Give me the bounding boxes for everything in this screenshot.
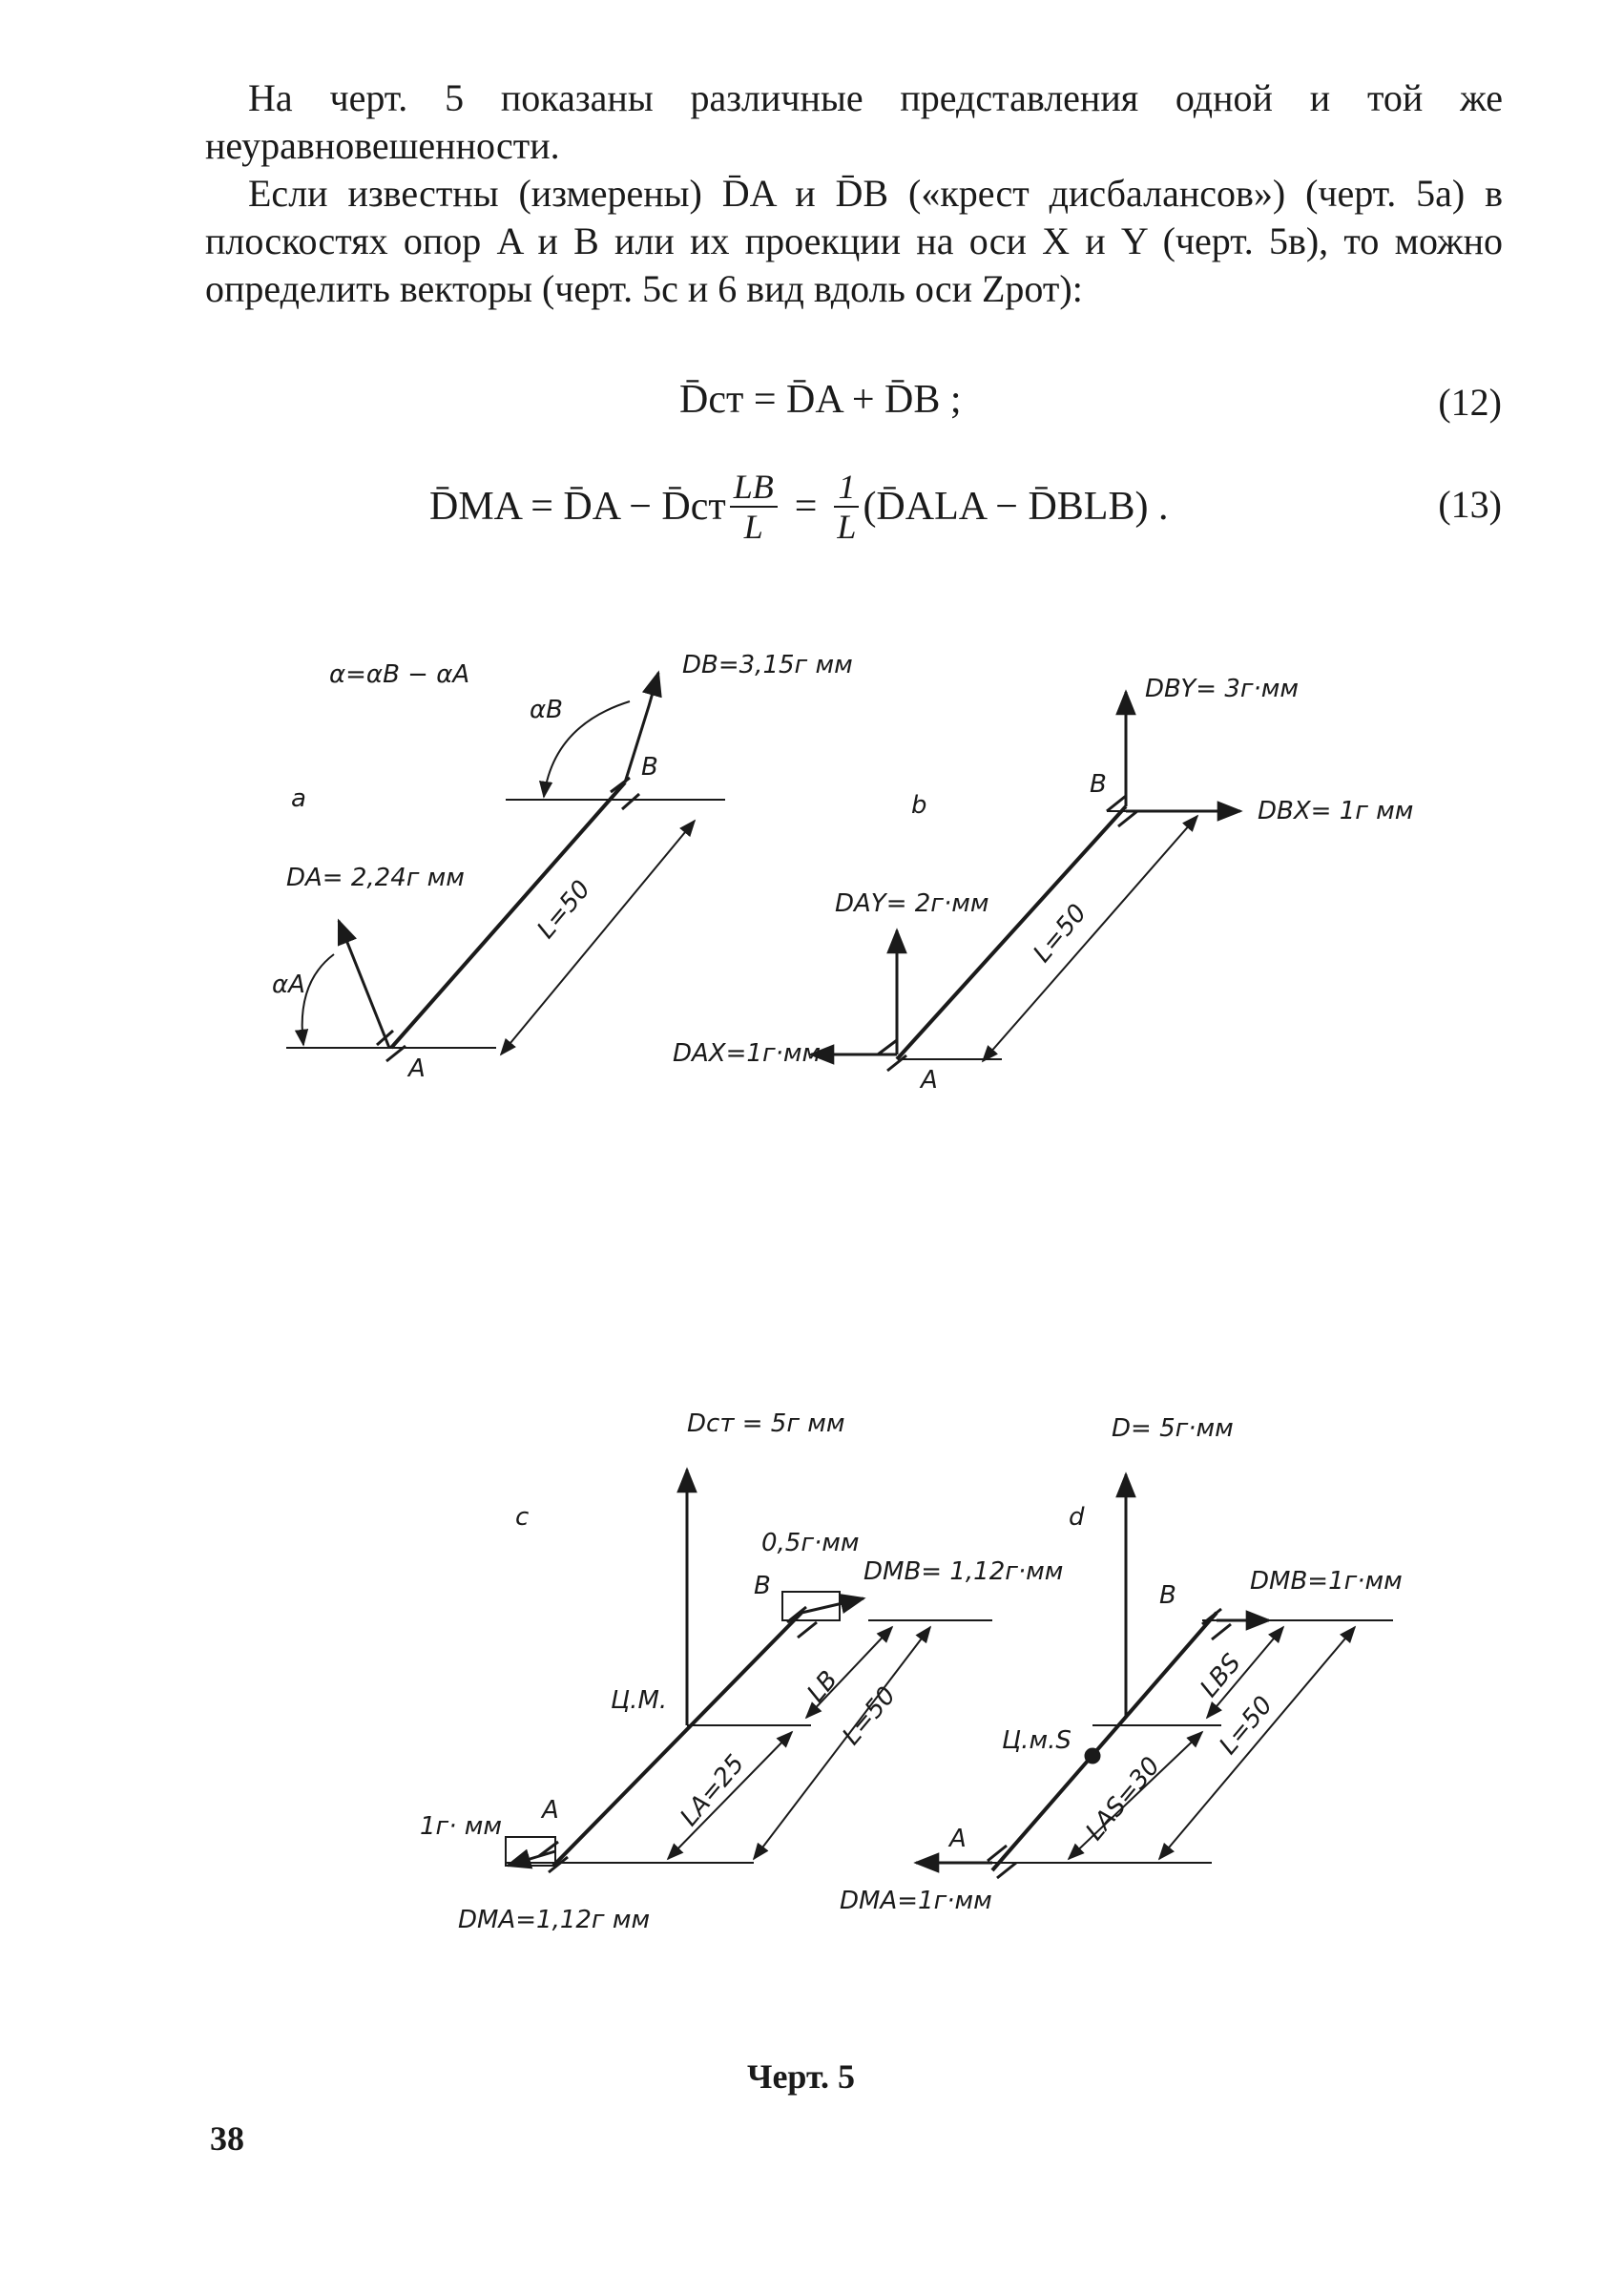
label-c-L: L=50	[837, 1681, 902, 1750]
label-a-DB: DB=3,15г мм	[682, 651, 853, 679]
label-c-LB: LB	[801, 1665, 843, 1707]
label-b-DBY: DBY= 3г·мм	[1145, 675, 1299, 703]
eq13-frac1-num: LB	[729, 468, 778, 508]
label-b-DAY: DAY= 2г·мм	[835, 889, 988, 918]
label-d-LBS: LBS	[1195, 1649, 1246, 1703]
eq13-fraction-2: 1 L	[834, 468, 860, 546]
label-b-panel: b	[911, 791, 927, 820]
label-c-DMA: DMA=1,12г мм	[458, 1906, 650, 1934]
label-d-L: L=50	[1214, 1691, 1279, 1760]
label-d-DMA: DMA=1г·мм	[840, 1887, 992, 1915]
label-c-Dst: Dст = 5г мм	[687, 1409, 844, 1438]
label-d-LAS: LAS=30	[1080, 1752, 1166, 1847]
label-a-B: B	[641, 753, 658, 782]
label-b-DBX: DBX= 1г мм	[1258, 797, 1413, 825]
label-c-A: A	[540, 1796, 559, 1825]
eq13-frac2-num: 1	[834, 468, 860, 508]
figure-caption: Черт. 5	[747, 2057, 855, 2096]
eq13-left: D̄MA = D̄A − D̄ст	[429, 485, 726, 529]
diagram-c	[505, 1467, 992, 1874]
label-c-LA: LA=25	[675, 1749, 750, 1831]
equation-13-number: (13)	[1438, 483, 1502, 526]
label-b-A: A	[919, 1066, 938, 1095]
label-c-panel: c	[515, 1503, 529, 1532]
eq13-frac2-den: L	[837, 508, 857, 546]
label-a-L: L=50	[531, 875, 596, 944]
eq13-fraction-1: LB L	[729, 468, 778, 546]
eq13-right: (D̄ALA − D̄BLB) .	[863, 485, 1169, 529]
label-b-B: B	[1090, 770, 1107, 799]
label-c-B: B	[754, 1572, 771, 1600]
paragraph-1: На черт. 5 показаны различные представле…	[205, 76, 1503, 167]
label-c-cm: Ц.М.	[611, 1686, 667, 1715]
label-d-D: D= 5г·мм	[1112, 1414, 1234, 1443]
equation-13: D̄MA = D̄A − D̄ст LB L = 1 L (D̄ALA − D̄…	[429, 468, 1168, 546]
label-a-DA: DA= 2,24г мм	[286, 864, 465, 892]
page-number: 38	[210, 2119, 244, 2158]
diagram-b	[808, 689, 1243, 1073]
label-c-small: 0,5г·мм	[761, 1529, 860, 1557]
label-a-alphaB: αB	[530, 696, 563, 724]
eq13-frac1-den: L	[743, 508, 763, 546]
paragraph-2: Если известны (измерены) D̄A и D̄B («кре…	[205, 172, 1503, 310]
label-a-alpha: α=αB − αA	[329, 660, 469, 689]
label-d-A: A	[947, 1825, 967, 1853]
diagram-a	[286, 670, 725, 1063]
label-d-cms: Ц.м.S	[1002, 1726, 1071, 1755]
label-a-A: A	[406, 1054, 426, 1083]
label-d-panel: d	[1069, 1503, 1085, 1532]
label-d-DMB: DMB=1г·мм	[1250, 1567, 1403, 1596]
equation-12-number: (12)	[1438, 381, 1502, 424]
label-a-panel: a	[291, 784, 306, 813]
label-c-one: 1г· мм	[420, 1812, 502, 1841]
label-d-B: B	[1159, 1581, 1176, 1610]
label-c-DMB: DMB= 1,12г·мм	[863, 1557, 1063, 1586]
label-b-DAX: DAX=1г·мм	[673, 1039, 821, 1068]
label-b-L: L=50	[1028, 899, 1092, 968]
eq13-equals: =	[794, 485, 818, 529]
diagram-d	[913, 1472, 1393, 1880]
equation-12: D̄ст = D̄A + D̄B ;	[679, 378, 962, 422]
label-a-alphaA: αA	[272, 971, 305, 999]
